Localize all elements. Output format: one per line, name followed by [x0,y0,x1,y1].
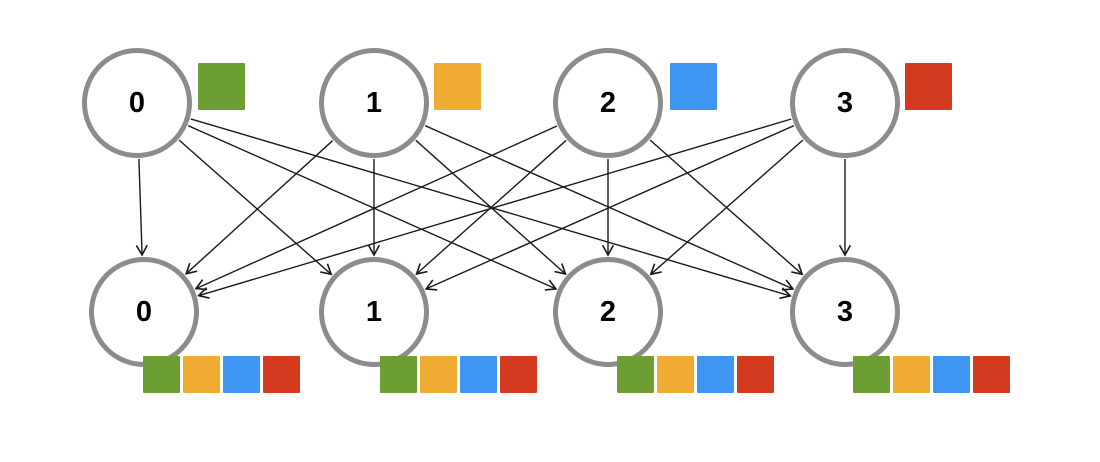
chunk-square-orange-bottom-node-0 [183,356,220,393]
chunk-square-blue-top-node-2 [670,63,717,110]
bottom-node-3: 3 [790,257,900,367]
chunk-square-blue-bottom-node-1 [460,356,497,393]
node-label: 2 [599,86,617,119]
top-node-3: 3 [790,48,900,158]
chunk-square-blue-bottom-node-2 [697,356,734,393]
edge-arrow-top1-bottom0 [186,140,334,274]
chunk-square-red-bottom-node-3 [973,356,1010,393]
chunk-square-red-top-node-3 [905,63,952,110]
chunk-square-orange-bottom-node-2 [657,356,694,393]
chunk-square-orange-bottom-node-1 [420,356,457,393]
edge-arrow-top2-bottom0 [196,125,558,289]
node-label: 1 [365,86,383,119]
chunk-square-red-bottom-node-0 [263,356,300,393]
node-label: 1 [365,295,383,328]
node-label: 2 [599,295,617,328]
node-label: 3 [836,295,854,328]
edge-arrow-top3-bottom0 [199,118,792,296]
chunk-square-red-bottom-node-1 [500,356,537,393]
chunk-square-green-bottom-node-1 [380,356,417,393]
node-label: 0 [135,295,153,328]
chunk-square-green-bottom-node-3 [853,356,890,393]
chunk-square-green-top-node-0 [198,63,245,110]
chunk-square-orange-top-node-1 [434,63,481,110]
edge-arrow-top0-bottom0 [139,158,142,255]
chunk-square-orange-bottom-node-3 [893,356,930,393]
chunk-square-blue-bottom-node-0 [223,356,260,393]
top-node-0: 0 [82,48,192,158]
node-label: 0 [128,86,146,119]
node-label: 3 [836,86,854,119]
bottom-node-1: 1 [319,257,429,367]
edge-arrow-top0-bottom1 [178,139,331,274]
chunk-square-blue-bottom-node-3 [933,356,970,393]
top-node-1: 1 [319,48,429,158]
chunk-square-green-bottom-node-2 [617,356,654,393]
edge-arrow-top2-bottom1 [417,139,567,274]
chunk-square-red-bottom-node-2 [737,356,774,393]
edge-arrow-top3-bottom2 [651,139,804,274]
edge-arrow-top0-bottom2 [187,125,556,289]
bottom-node-0: 0 [89,257,199,367]
top-node-2: 2 [553,48,663,158]
bottom-node-2: 2 [553,257,663,367]
chunk-square-green-bottom-node-0 [143,356,180,393]
edge-arrow-top3-bottom1 [426,125,795,289]
